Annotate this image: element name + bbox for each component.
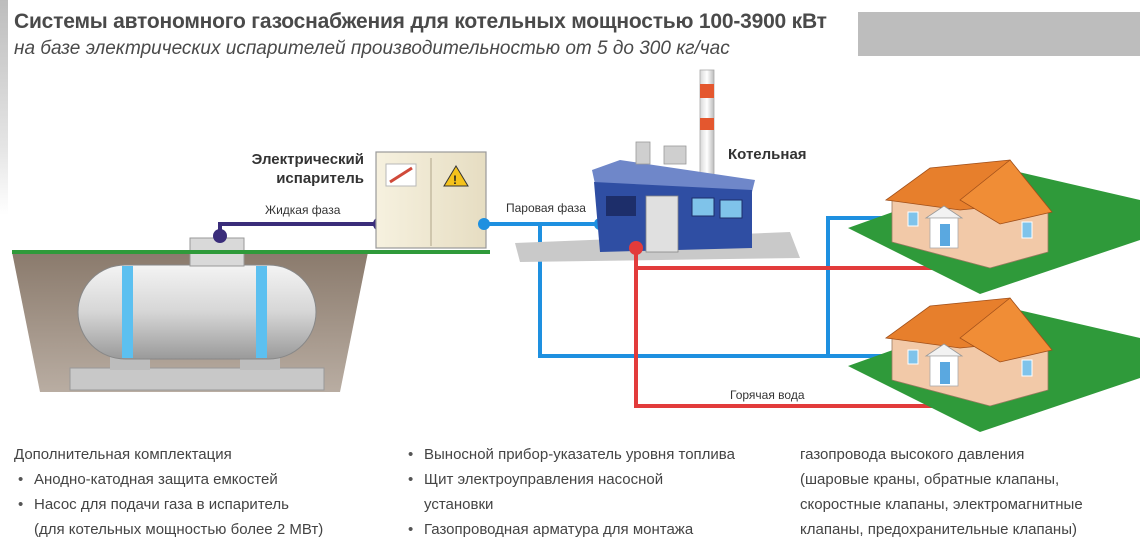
electric-evaporator: ! [375,151,487,249]
hot-water-node-boiler [629,241,643,255]
list-item: Насос для подачи газа в испаритель [14,492,394,517]
hot-water-pipe-house-2 [634,268,990,408]
label-hot-water: Горячая вода [730,388,805,402]
header-gray-band [858,12,1140,56]
list-line: газопровода высокого давления [800,446,1025,463]
label-electric-evaporator: Электрический испаритель [240,150,364,188]
liquid-phase-pipe [218,222,380,238]
equipment-heading: Дополнительная комплектация [14,446,232,463]
list-item: Выносной прибор-указатель уровня топлива [404,442,784,467]
equipment-column-3: газопровода высокого давления (шаровые к… [800,442,1130,542]
list-item: Щит электроуправления насосной [404,467,784,492]
system-diagram: ! [12,69,1140,432]
svg-text:!: ! [453,173,457,187]
label-boiler-room: Котельная [728,146,807,163]
house-2 [848,297,1140,432]
equipment-column-1: Дополнительная комплектация Анодно-катод… [14,442,394,542]
label-evaporator-line-2: испаритель [276,170,364,187]
list-item: Газопроводная арматура для монтажа [404,517,784,542]
list-item-continuation: (для котельных мощностью более 2 МВт) [34,521,324,538]
label-liquid-phase: Жидкая фаза [265,203,341,217]
label-evaporator-line-1: Электрический [251,151,364,168]
list-line: (шаровые краны, обратные клапаны, [800,471,1060,488]
list-line: клапаны, предохранительные клапаны) [800,521,1077,538]
list-line: скоростные клапаны, электромагнитные [800,496,1083,513]
list-item: Анодно-катодная защита емкостей [14,467,394,492]
boiler-room [515,69,800,262]
page-title: Системы автономного газоснабжения для ко… [14,10,827,33]
list-item-continuation: установки [424,496,494,513]
header-side-bar [0,0,8,215]
gas-tank-pit [12,237,368,392]
vapor-pipe-house-2 [538,224,893,358]
equipment-column-2: Выносной прибор-указатель уровня топлива… [404,442,784,542]
vapor-pipe-house-1 [826,216,893,356]
label-vapor-phase: Паровая фаза [506,201,586,215]
liquid-node-tank [213,229,227,243]
page-subtitle: на базе электрических испарителей произв… [14,38,730,59]
house-1 [848,159,1140,294]
vapor-node-evaporator [478,218,490,230]
